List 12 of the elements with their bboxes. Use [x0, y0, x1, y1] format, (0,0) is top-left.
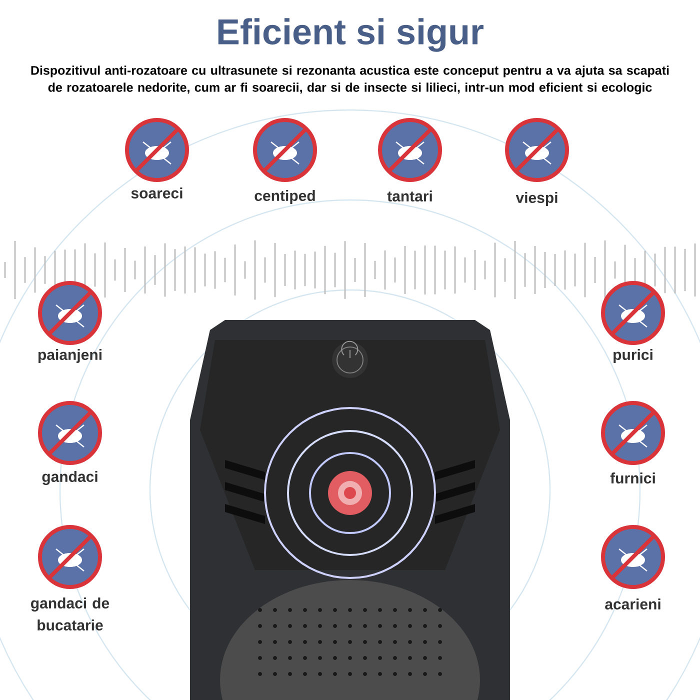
pest-name: soareci: [131, 188, 182, 198]
title: Eficient si sigur: [218, 18, 484, 52]
pest-name: acarieni: [605, 598, 660, 610]
description: Dispozitivul anti-rozatoare cu ultrasunete si rezonanta acustica este conceput pentru a va ajuta sa scapati de rozatoarele nedorite, cum ar fi soarecii, dar si de insecte si lilieci, intr-un mod eficient si ecologic: [31, 66, 669, 94]
pest-name: tantari: [387, 190, 432, 202]
pest-name: centiped: [254, 190, 315, 204]
pest-name: gandaci de bucatarie: [31, 598, 110, 630]
pest-name: purici: [614, 349, 652, 363]
pest-name: paianjeni: [38, 349, 102, 363]
pest-name: furnici: [610, 472, 655, 484]
pest-name: gandaci: [42, 470, 98, 486]
pest-name: viespi: [516, 192, 558, 206]
